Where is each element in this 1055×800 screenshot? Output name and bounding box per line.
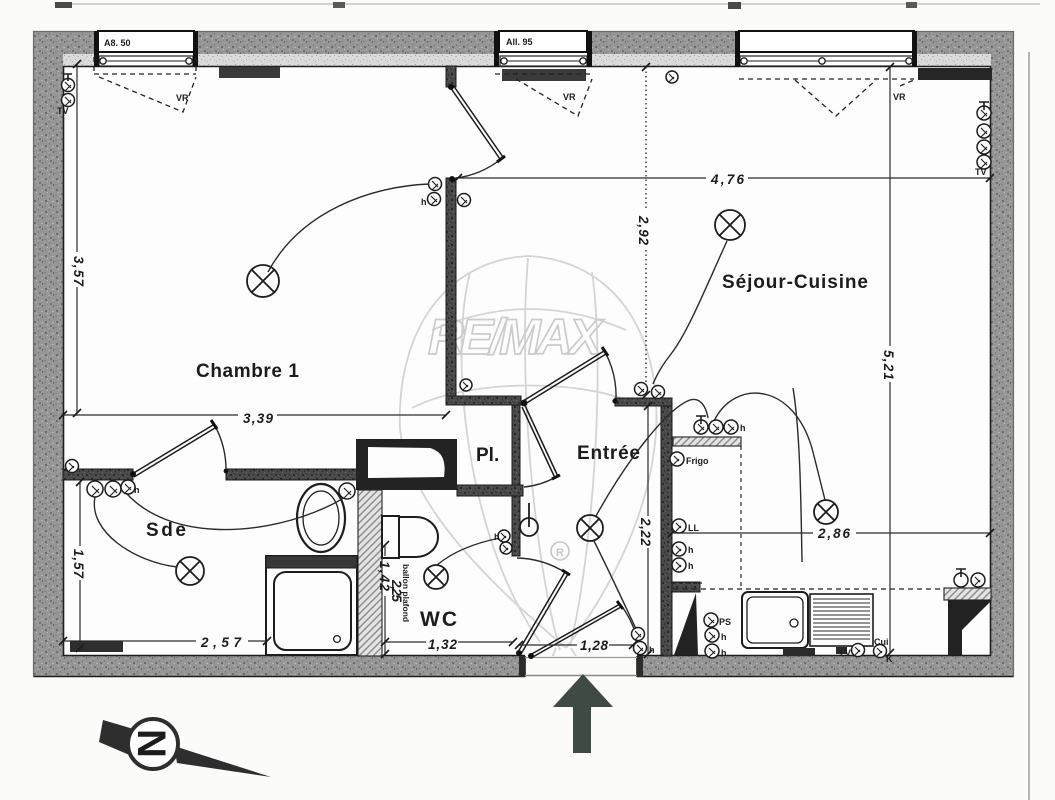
svg-text:h: h — [688, 561, 694, 571]
svg-text:R: R — [556, 547, 564, 559]
svg-text:All. 95: All. 95 — [506, 37, 533, 47]
svg-text:2,57: 2,57 — [200, 635, 242, 650]
svg-text:h: h — [649, 645, 655, 655]
svg-text:Séjour-Cuisine: Séjour-Cuisine — [722, 272, 868, 293]
svg-text:Chambre 1: Chambre 1 — [196, 361, 299, 382]
svg-text:2,86: 2,86 — [817, 526, 850, 541]
svg-text:Cui: Cui — [874, 637, 889, 647]
svg-text:WC: WC — [420, 608, 457, 631]
svg-text:h: h — [721, 632, 727, 642]
svg-text:h: h — [688, 545, 694, 555]
svg-text:1,32: 1,32 — [428, 637, 457, 652]
svg-text:Entrée: Entrée — [577, 443, 640, 464]
svg-text:LV: LV — [840, 648, 851, 658]
svg-text:2,92: 2,92 — [636, 215, 651, 245]
svg-text:1,57: 1,57 — [71, 549, 86, 579]
svg-text:h: h — [721, 648, 727, 658]
svg-text:1,28: 1,28 — [580, 638, 608, 653]
svg-text:TV: TV — [57, 106, 69, 116]
svg-text:VR: VR — [893, 92, 906, 102]
svg-text:VR: VR — [563, 92, 576, 102]
svg-text:K: K — [886, 654, 893, 664]
svg-text:h: h — [740, 423, 746, 433]
svg-text:3,57: 3,57 — [71, 256, 86, 287]
svg-text:N: N — [129, 729, 173, 758]
svg-text:TV: TV — [975, 167, 987, 177]
svg-text:VR: VR — [176, 93, 189, 103]
svg-text:2,22: 2,22 — [638, 517, 653, 546]
svg-text:RE/MAX: RE/MAX — [428, 309, 605, 365]
svg-text:4,76: 4,76 — [710, 172, 744, 187]
svg-text:ballon plafond: ballon plafond — [401, 564, 411, 622]
svg-text:Pl.: Pl. — [476, 445, 499, 466]
svg-text:PS: PS — [719, 617, 731, 627]
svg-text:2,25: 2,25 — [389, 579, 404, 602]
svg-text:Frigo: Frigo — [686, 456, 709, 466]
svg-text:h: h — [494, 532, 500, 542]
svg-text:5,21: 5,21 — [881, 350, 896, 380]
svg-text:LL: LL — [688, 523, 699, 533]
svg-text:A8. 50: A8. 50 — [104, 38, 131, 48]
svg-text:h: h — [134, 485, 140, 495]
svg-text:Sde: Sde — [146, 520, 186, 541]
svg-text:3,39: 3,39 — [243, 411, 273, 426]
svg-text:h: h — [421, 197, 427, 207]
